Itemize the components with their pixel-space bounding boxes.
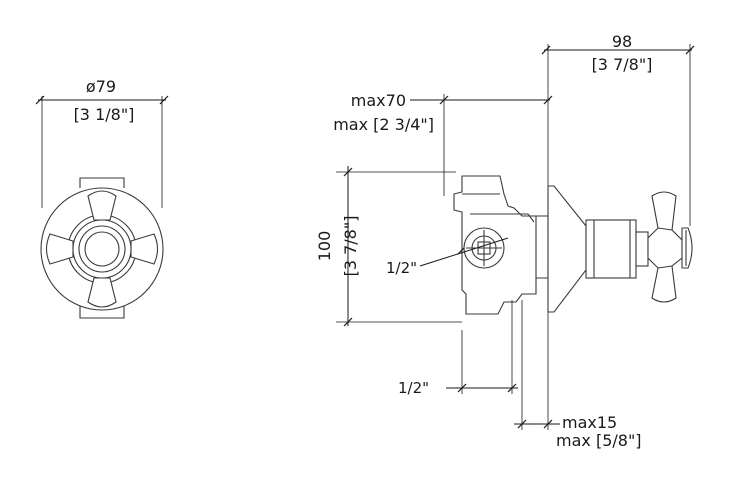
- depth-mm-label: 98: [612, 32, 632, 51]
- projection-max-in-label: max [2 3/4"]: [333, 115, 434, 134]
- height-mm-label: 100: [315, 231, 334, 262]
- depth-in-label: [3 7/8"]: [592, 55, 653, 74]
- cross-handle: [45, 190, 159, 308]
- height-dimension: 100 [3 7/8"]: [315, 166, 462, 327]
- mounting-box: [79, 177, 125, 319]
- front-view: ø79 [3 1/8"]: [35, 77, 169, 319]
- plate-max-mm-label: max15: [562, 413, 617, 432]
- projection-max-mm-label: max70: [351, 91, 406, 110]
- outlet-thread-label: 1/2": [398, 379, 429, 397]
- side-view: 98 [3 7/8"] max70 max [2 3/4"] 100 [3 7/…: [315, 32, 695, 450]
- inlet-thread-label: 1/2": [386, 259, 417, 277]
- height-in-label: [3 7/8"]: [341, 216, 360, 277]
- inlet-thread-callout: 1/2": [386, 237, 509, 277]
- valve-body: [453, 175, 549, 315]
- plate-max-in-label: max [5/8"]: [556, 431, 642, 450]
- outlet-thread-dimension: 1/2": [398, 300, 518, 397]
- diameter-dimension: ø79 [3 1/8"]: [35, 77, 169, 208]
- escutcheon-profile: [547, 185, 587, 313]
- indicator-cap: [681, 227, 693, 269]
- bonnet: [585, 219, 649, 279]
- handle-profile: [647, 191, 693, 303]
- plate-dimension: max15 max [5/8"]: [514, 300, 642, 450]
- diameter-mm-label: ø79: [86, 77, 116, 96]
- depth-dimension: 98 [3 7/8"]: [541, 32, 695, 430]
- projection-dimension: max70 max [2 3/4"]: [333, 91, 553, 196]
- diameter-in-label: [3 1/8"]: [74, 105, 135, 124]
